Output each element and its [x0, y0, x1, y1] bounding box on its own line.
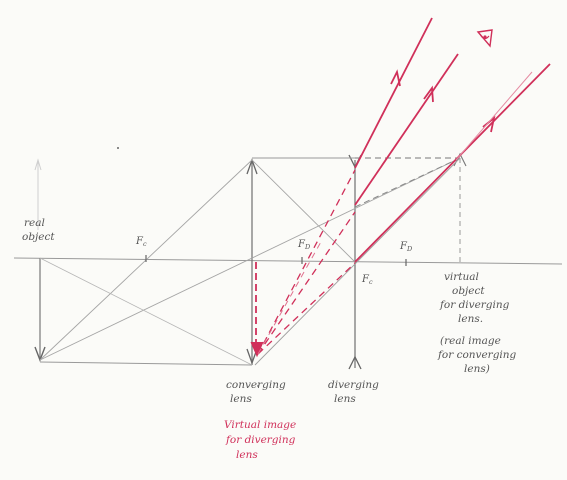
- faint-upper-arrowhead: [34, 158, 42, 171]
- virtual-object-label-6: for converging: [437, 349, 517, 361]
- virtual-object-label-5: (real image: [440, 335, 501, 347]
- virtual-object-label-4: lens.: [458, 313, 483, 325]
- ray-through-center: [39, 157, 461, 361]
- ray-from-top: [251, 159, 356, 263]
- diverging-lens-label-2: lens: [334, 393, 356, 405]
- dot-mark-2: [257, 385, 259, 387]
- red-dash-1: [257, 169, 356, 355]
- virtual-object-label-3: for diverging: [439, 299, 510, 311]
- fc-right-label: Fc: [361, 274, 373, 286]
- ray-to-bottom: [39, 257, 253, 366]
- diverging-lens-bottom-mark: [348, 355, 362, 370]
- dot-mark: [117, 147, 119, 149]
- real-object-label-1: real: [24, 217, 45, 229]
- red-ray-3: [354, 63, 551, 263]
- virtual-image-arrowhead: [250, 341, 264, 358]
- virtual-object-label-1: virtual: [444, 271, 479, 283]
- converging-lens-bottom-arrowhead: [246, 348, 258, 365]
- virtual-object-label-2: object: [452, 285, 485, 297]
- converging-lens-label-2: lens: [230, 393, 252, 405]
- virtual-image-label-2: for diverging: [225, 434, 296, 446]
- red-dash-4: [257, 239, 323, 355]
- virtual-object-label-7: lens): [464, 363, 490, 375]
- red-ray-2: [354, 53, 459, 206]
- diverging-lens-label-1: diverging: [328, 379, 379, 391]
- fd-left-label: FD: [297, 239, 311, 251]
- red-dash-3: [257, 262, 356, 355]
- real-object-label-2: object: [22, 231, 55, 243]
- fd-right-label: FD: [399, 241, 413, 253]
- diagonal-ray: [254, 157, 461, 366]
- eye-icon: [476, 29, 493, 48]
- optical-axis: [13, 257, 563, 265]
- red-ray-1-arrow: [390, 69, 401, 87]
- red-ray-faint: [455, 71, 533, 161]
- converging-lens-label-1: converging: [226, 379, 286, 391]
- red-dash-2: [257, 211, 356, 355]
- fc-left-label: Fc: [135, 236, 147, 248]
- red-ray-1: [354, 17, 433, 169]
- virtual-image-label-3: lens: [236, 449, 258, 461]
- lower-horizontal-ray: [39, 361, 253, 366]
- red-ray-2-arrow: [423, 85, 434, 103]
- virtual-image-label-1: Virtual image: [224, 419, 296, 431]
